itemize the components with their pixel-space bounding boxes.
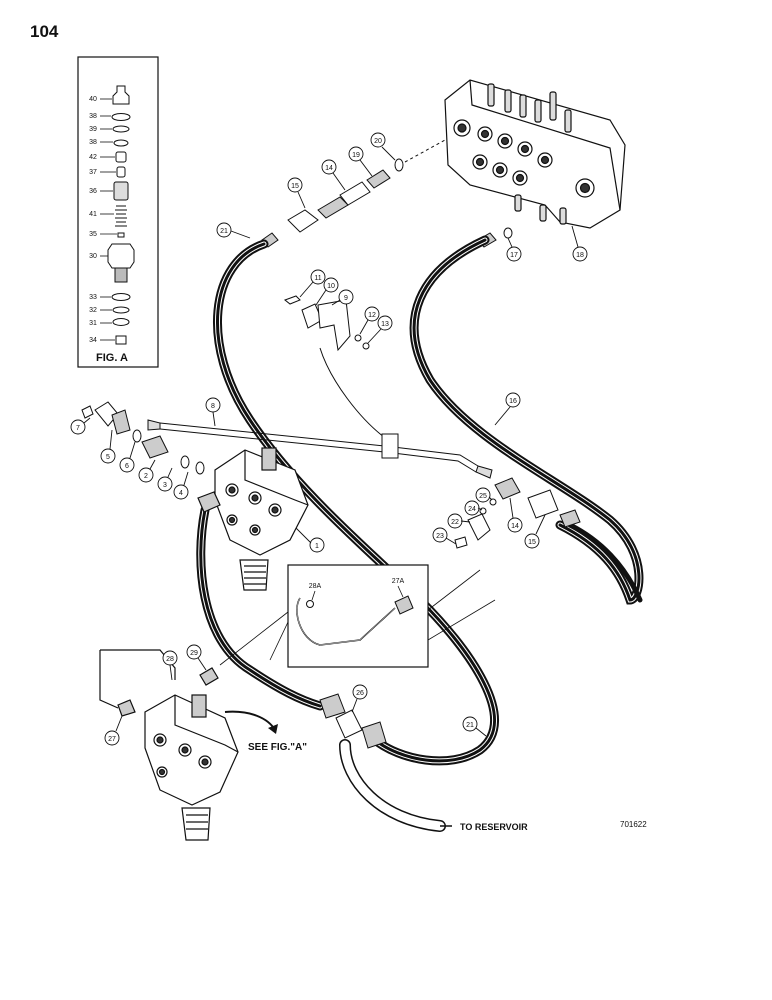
see-fig-a-note: SEE FIG."A" <box>248 742 307 753</box>
relief-valve-parts-drawing <box>107 85 135 345</box>
fig-a-callout: 35 <box>89 231 97 238</box>
loader-valve-drawing <box>197 447 309 591</box>
callout: 9 <box>344 295 348 302</box>
tee-fitting-drawing <box>319 693 387 749</box>
main-callouts <box>70 132 588 746</box>
right-fittings-drawing <box>454 477 581 549</box>
fig-a-callout: 42 <box>89 154 97 161</box>
fig-a-callout: 38 <box>89 139 97 146</box>
fig-a-callout: 31 <box>89 320 97 327</box>
inset-panel: 28A 27A <box>219 564 496 668</box>
callout: 27 <box>108 736 116 743</box>
callout: 2 <box>144 473 148 480</box>
valve-inlet-fittings-drawing <box>81 401 205 475</box>
callout: 4 <box>179 490 183 497</box>
figure-a-callout-labels: 40 38 39 38 42 37 36 41 35 30 33 32 31 3… <box>89 96 97 344</box>
fig-a-callout: 32 <box>89 307 97 314</box>
fig-a-callout: 40 <box>89 96 97 103</box>
callout: 11 <box>314 275 321 282</box>
see-fig-a-arrowhead <box>268 724 278 734</box>
to-reservoir-note: TO RESERVOIR <box>460 822 528 832</box>
callout: 6 <box>125 463 129 470</box>
fig-a-callout: 39 <box>89 126 97 133</box>
callout: 20 <box>374 138 382 145</box>
callout: 21 <box>466 722 474 729</box>
page-number: 104 <box>30 22 59 41</box>
figure-a-panel: 40 38 39 38 42 37 36 41 35 30 33 32 31 3… <box>77 56 159 368</box>
callout: 13 <box>381 321 389 328</box>
callout: 25 <box>479 493 487 500</box>
see-fig-a-arrow <box>224 710 276 731</box>
control-valve-bank-drawing <box>444 79 626 229</box>
callout: 29 <box>190 650 198 657</box>
callout: 17 <box>510 252 518 259</box>
callout: 16 <box>509 398 517 405</box>
tube-drawing <box>147 419 493 479</box>
callout: 21 <box>220 228 228 235</box>
callout: 14 <box>511 523 519 530</box>
callout: 24 <box>468 506 476 513</box>
callout: 15 <box>528 539 536 546</box>
callout: 12 <box>368 312 376 319</box>
callout: 1 <box>315 543 319 550</box>
inset-callout: 28A <box>309 583 322 590</box>
lower-valve-drawing <box>99 649 239 841</box>
fig-a-callout: 38 <box>89 113 97 120</box>
fig-a-callout: 37 <box>89 169 97 176</box>
inset-callout: 27A <box>392 578 405 585</box>
figure-a-caption: FIG. A <box>96 352 128 364</box>
bracket-drawing <box>283 295 399 459</box>
fig-a-callout: 41 <box>89 211 97 218</box>
fig-a-callout: 33 <box>89 294 97 301</box>
callout: 5 <box>106 454 110 461</box>
upper-fittings-drawing <box>261 139 513 248</box>
figure-a-leaders <box>100 98 117 341</box>
callout: 28 <box>166 656 174 663</box>
callout: 22 <box>451 519 459 526</box>
callout: 10 <box>327 283 335 290</box>
callout: 3 <box>163 482 167 489</box>
callout: 14 <box>325 165 333 172</box>
callout: 23 <box>436 533 444 540</box>
drawing-code: 701622 <box>620 820 647 829</box>
callout: 19 <box>352 152 360 159</box>
callout: 15 <box>291 183 299 190</box>
fig-a-callout: 30 <box>89 253 97 260</box>
fig-a-callout: 34 <box>89 337 97 344</box>
callout: 8 <box>211 403 215 410</box>
callout: 26 <box>356 690 364 697</box>
main-callout-labels: 1 2 3 4 5 6 7 8 9 10 11 12 13 14 15 16 1… <box>76 138 584 743</box>
callout: 7 <box>76 425 80 432</box>
callout: 18 <box>576 252 584 259</box>
fig-a-callout: 36 <box>89 188 97 195</box>
